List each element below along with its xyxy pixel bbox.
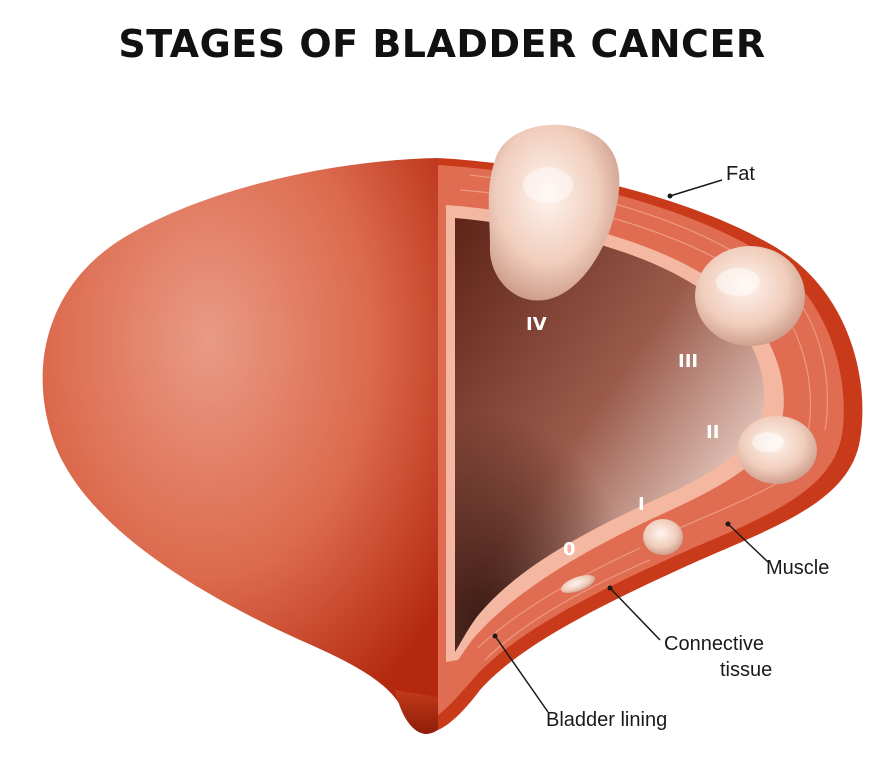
tumor-stage-IV — [488, 124, 620, 301]
tumor-stage-I — [643, 519, 683, 555]
leader-lines — [494, 179, 769, 713]
stage-label-0: 0 — [563, 539, 576, 560]
label-connective-line1: Connective — [664, 633, 764, 655]
tumor-stage-II — [737, 416, 817, 484]
label-connective-line2: tissue — [720, 659, 772, 681]
stage-label-IV: IV — [526, 314, 547, 335]
stage-label-III: III — [678, 351, 698, 372]
leader-dots — [492, 193, 731, 639]
label-bladder-lining: Bladder lining — [546, 709, 667, 731]
tumor-stage-III — [695, 246, 805, 346]
label-fat: Fat — [726, 163, 755, 185]
tumor-stage-0 — [560, 574, 596, 594]
stage-label-II: II — [706, 422, 719, 443]
label-muscle: Muscle — [766, 557, 829, 579]
bladder-outer-wall — [42, 158, 438, 730]
page-title: STAGES OF BLADDER CANCER — [118, 22, 766, 66]
stage-label-I: I — [638, 494, 645, 515]
